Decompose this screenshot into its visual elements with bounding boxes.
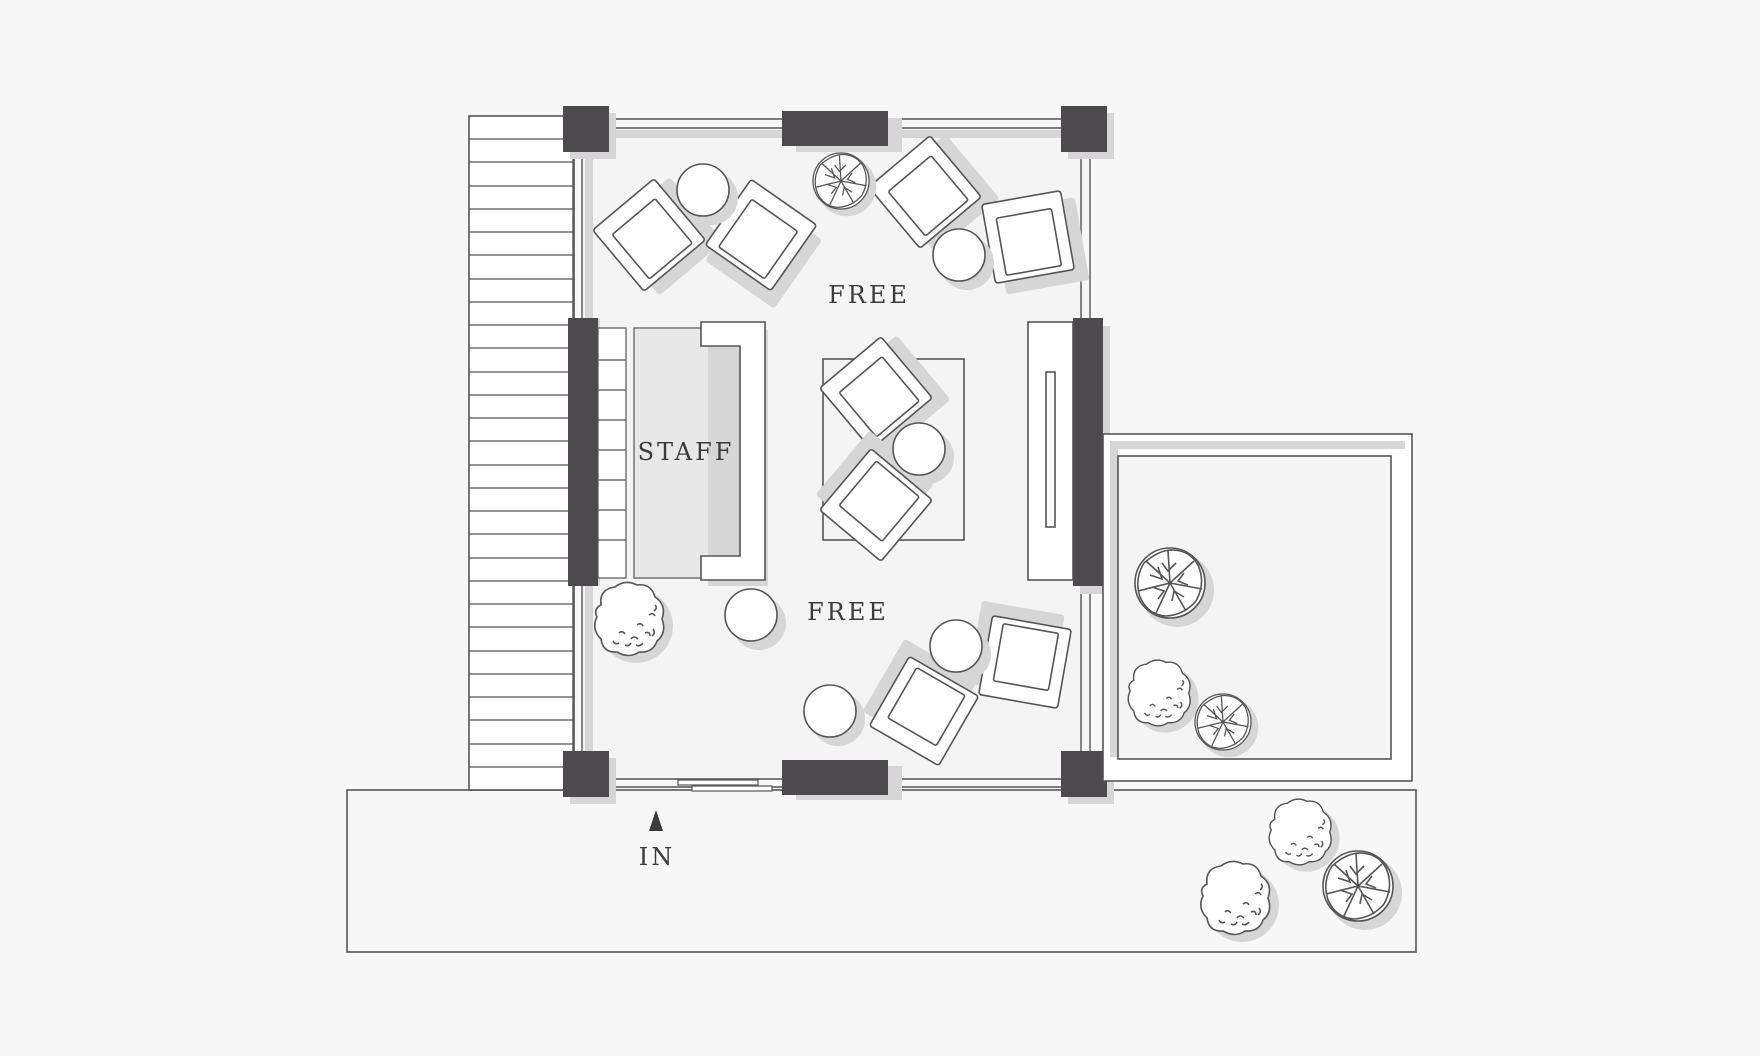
bush-plant-icon: [1268, 798, 1341, 873]
leafy-plant-icon: [1322, 850, 1403, 931]
armchair: [980, 187, 1091, 297]
wall-pillars: [563, 106, 1114, 804]
staff-area: STAFF: [597, 321, 768, 586]
entrance-arrow-icon: [649, 810, 663, 831]
entrance-label: IN: [639, 843, 675, 871]
entrance-door: [677, 779, 773, 792]
staircase: [468, 115, 575, 791]
free-area-bottom-label: FREE: [807, 598, 889, 626]
staff-label: STAFF: [638, 438, 735, 466]
right-counter: [1027, 321, 1074, 581]
bush-plant-icon: [1199, 860, 1280, 943]
free-area-top-label: FREE: [828, 281, 910, 309]
